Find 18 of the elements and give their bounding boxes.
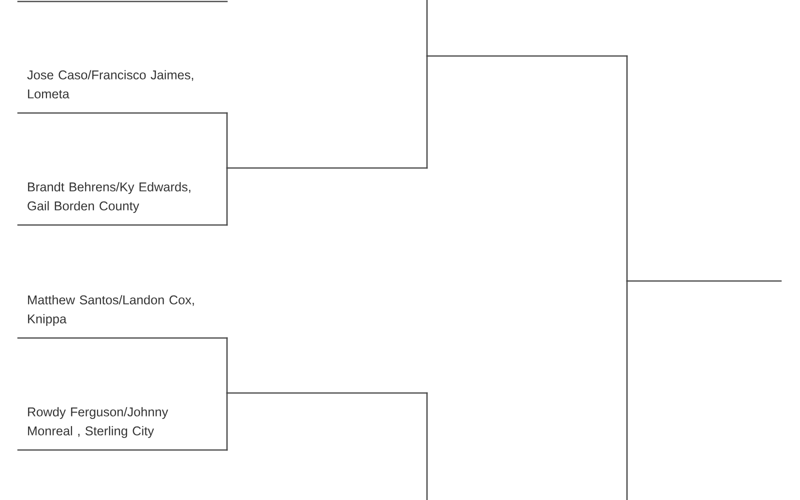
blank-slot-line — [226, 392, 428, 394]
blank-slot-line — [626, 280, 782, 282]
bracket-connector — [226, 112, 228, 169]
team-name-slot: Jose Caso/Francisco Jaimes, Lometa — [17, 70, 228, 114]
team-name-slot: Rowdy Ferguson/Johnny Monreal , Sterling City — [17, 407, 228, 451]
bracket-connector — [226, 392, 228, 451]
blank-slot-line — [226, 167, 428, 169]
team-name-slot: Matthew Santos/Landon Cox, Knippa — [17, 295, 228, 339]
team-name-slot: Brandt Behrens/Ky Edwards, Gail Borden County — [17, 182, 228, 226]
bracket-connector — [626, 280, 628, 500]
blank-slot-line — [17, 0, 228, 2]
bracket-connector — [226, 337, 228, 394]
bracket-connector — [626, 55, 628, 282]
blank-slot-line — [426, 55, 628, 57]
bracket-connector — [426, 0, 428, 57]
bracket-connector — [426, 55, 428, 169]
bracket-connector — [226, 167, 228, 226]
bracket-connector — [426, 392, 428, 500]
